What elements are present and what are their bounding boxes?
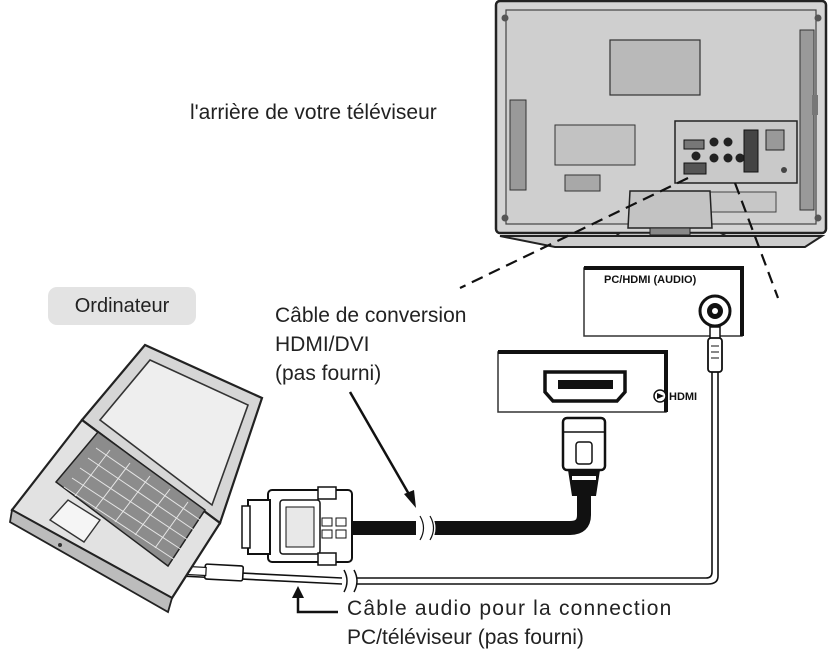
computer-label: Ordinateur bbox=[48, 287, 196, 325]
audio-port-panel bbox=[583, 266, 744, 337]
audio-cable-label-line: Câble audio pour la connection bbox=[347, 597, 673, 620]
laptop-illustration bbox=[9, 343, 264, 614]
hdmi-port-label: HDMI bbox=[669, 391, 697, 403]
hdmi-port-panel bbox=[497, 350, 668, 413]
audio-cable-label: Câble audio pour la connection PC/télévi… bbox=[347, 594, 673, 652]
audio-cable-label-line: PC/téléviseur (pas fourni) bbox=[347, 626, 584, 649]
hdmi-dvi-cable-label-line: (pas fourni) bbox=[275, 362, 382, 385]
tv-back-label: l'arrière de votre téléviseur bbox=[190, 101, 437, 124]
audio-port-label: PC/HDMI (AUDIO) bbox=[604, 274, 697, 286]
tv-back-illustration bbox=[494, 0, 828, 248]
hdmi-dvi-cable-label: Câble de conversion HDMI/DVI (pas fourni… bbox=[275, 301, 466, 388]
hdmi-dvi-cable bbox=[241, 416, 607, 566]
hdmi-dvi-cable-label-line: HDMI/DVI bbox=[275, 333, 370, 356]
pointer-arrows bbox=[292, 391, 416, 614]
leader-lines bbox=[459, 177, 780, 299]
hdmi-dvi-cable-label-line: Câble de conversion bbox=[275, 304, 467, 327]
audio-cable bbox=[179, 326, 723, 593]
